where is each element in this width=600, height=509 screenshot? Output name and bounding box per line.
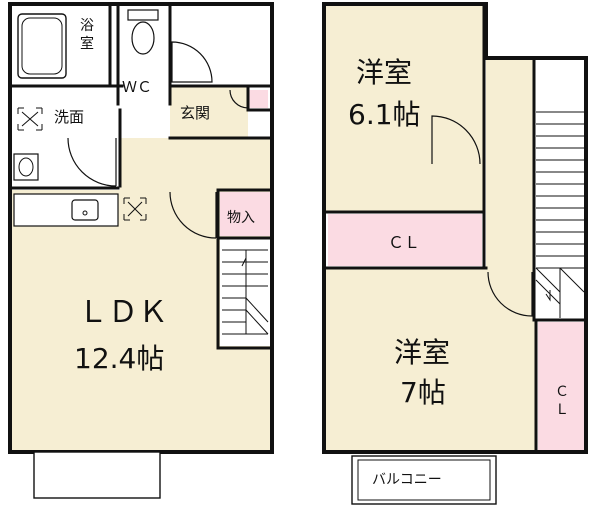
- floor-2: 洋室 6.1帖 ＣＬ 洋室 7帖 ＣＬ バルコニー: [322, 2, 588, 505]
- stairs-area-1: [220, 238, 270, 346]
- label-bath: 浴室: [80, 18, 94, 52]
- window-bay-1: [33, 451, 161, 499]
- room-b-floor: [326, 268, 536, 450]
- hall-2-floor: [486, 58, 534, 268]
- sink-drain: [82, 210, 88, 216]
- label-ldk-name: ＬＤＫ: [78, 295, 168, 330]
- vent-marker-1: [17, 107, 43, 131]
- floor-1: 浴室 ＷＣ 洗面 玄関 物入 ＬＤＫ 12.4帖: [8, 2, 274, 499]
- stairs-1: [222, 249, 269, 335]
- washbasin: [13, 153, 39, 181]
- bath-room: [12, 6, 108, 86]
- room-a-floor: [326, 6, 484, 212]
- label-room-b-name: 洋室: [394, 336, 450, 369]
- bathtub-inner: [21, 17, 63, 75]
- label-washroom: 洗面: [54, 108, 84, 126]
- balcony-frame: [351, 455, 497, 505]
- label-room-a-size: 6.1帖: [348, 98, 421, 131]
- stairs-2: [535, 111, 585, 318]
- closet-a: [328, 214, 482, 266]
- shoe-cabinet: [248, 90, 268, 108]
- label-storage: 物入: [227, 210, 255, 226]
- hall-floor: [120, 138, 270, 190]
- label-entrance: 玄関: [180, 104, 210, 122]
- label-balcony: バルコニー: [372, 472, 442, 488]
- label-closet-a: ＣＬ: [388, 233, 420, 252]
- walls-floor-1: [8, 2, 274, 454]
- door-swing-wc: [171, 41, 213, 83]
- kitchen-counter: [13, 193, 119, 227]
- balcony-inner: [357, 459, 491, 501]
- closet-b: [538, 322, 584, 450]
- door-swing-room-b: [487, 271, 533, 317]
- kitchen-sink: [71, 199, 99, 221]
- toilet-tank: [127, 9, 159, 21]
- label-room-a-name: 洋室: [356, 56, 412, 89]
- door-swing-wash: [67, 137, 117, 187]
- label-ldk-size: 12.4帖: [74, 342, 164, 375]
- walls-floor-2: [322, 2, 588, 454]
- washbasin-bowl: [18, 157, 34, 177]
- door-swing-entrance: [229, 89, 249, 109]
- label-room-b-size: 7帖: [400, 376, 446, 409]
- label-closet-b: ＣＬ: [555, 384, 569, 418]
- wash-room: [12, 86, 120, 186]
- toilet-bowl: [131, 21, 155, 55]
- bathtub: [17, 13, 67, 79]
- vent-marker-2: [123, 197, 147, 221]
- label-wc: ＷＣ: [122, 78, 152, 96]
- storage-room: [220, 192, 270, 236]
- door-swing-room-a: [431, 115, 481, 165]
- entrance-floor: [170, 86, 248, 138]
- door-swing-ldk: [169, 191, 217, 239]
